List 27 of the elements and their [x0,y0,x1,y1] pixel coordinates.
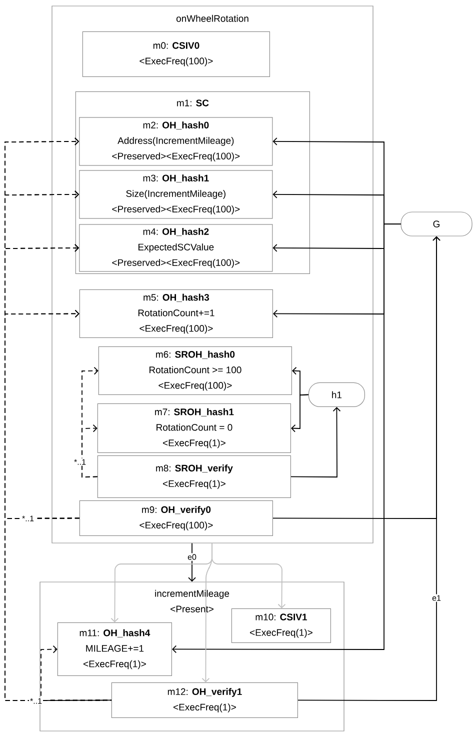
process-box: m5: OH_hash3 RotationCount+=1 <ExecFreq(100)> [79,289,273,338]
process-box: m10: CSIV1 <ExecFreq(1)> [231,608,331,643]
process-box: m12: OH_verify1 <ExecFreq(1)> [111,682,298,718]
edge-label: *..1 [29,697,43,705]
arrow [202,542,212,682]
arrow [188,542,196,582]
edge-label: e0 [186,553,198,561]
process-box: m3: OH_hash1 Size(IncrementMileage) <Preserved><ExecFreq(100)> [79,170,273,219]
process-box: m0: CSIV0 <ExecFreq(100)> [82,31,270,77]
process-box: m4: OH_hash2 ExpectedSCValue <Preserved><ExecFreq(100)> [79,224,273,272]
arrow [291,394,309,432]
terminal-pill: h1 [308,382,365,407]
process-box: m9: OH_verify0 <ExecFreq(100)> [79,500,273,536]
process-box: m8: SROH_verify <ExecFreq(1)> [97,455,291,498]
edge-label: e1 [431,594,442,602]
terminal-pill: G [400,212,472,236]
arrow [40,645,112,701]
arrow [290,407,341,478]
edge-label: *..1 [73,458,87,466]
process-box: m11: OH_hash4 MILEAGE+=1 <ExecFreq(1)> [57,622,172,676]
process-box: m2: OH_hash0 Address(IncrementMileage) <Preserved><ExecFreq(100)> [79,117,273,166]
process-box: m7: SROH_hash1 RotationCount = 0 <ExecFreq(1)> [97,403,291,453]
process-box: m6: SROH_hash0 RotationCount >= 100 <ExecFreq(100)> [98,346,292,395]
arrow [172,224,402,654]
arrow [82,424,98,478]
edge-label: *..1 [21,514,35,522]
arrow [298,236,440,701]
